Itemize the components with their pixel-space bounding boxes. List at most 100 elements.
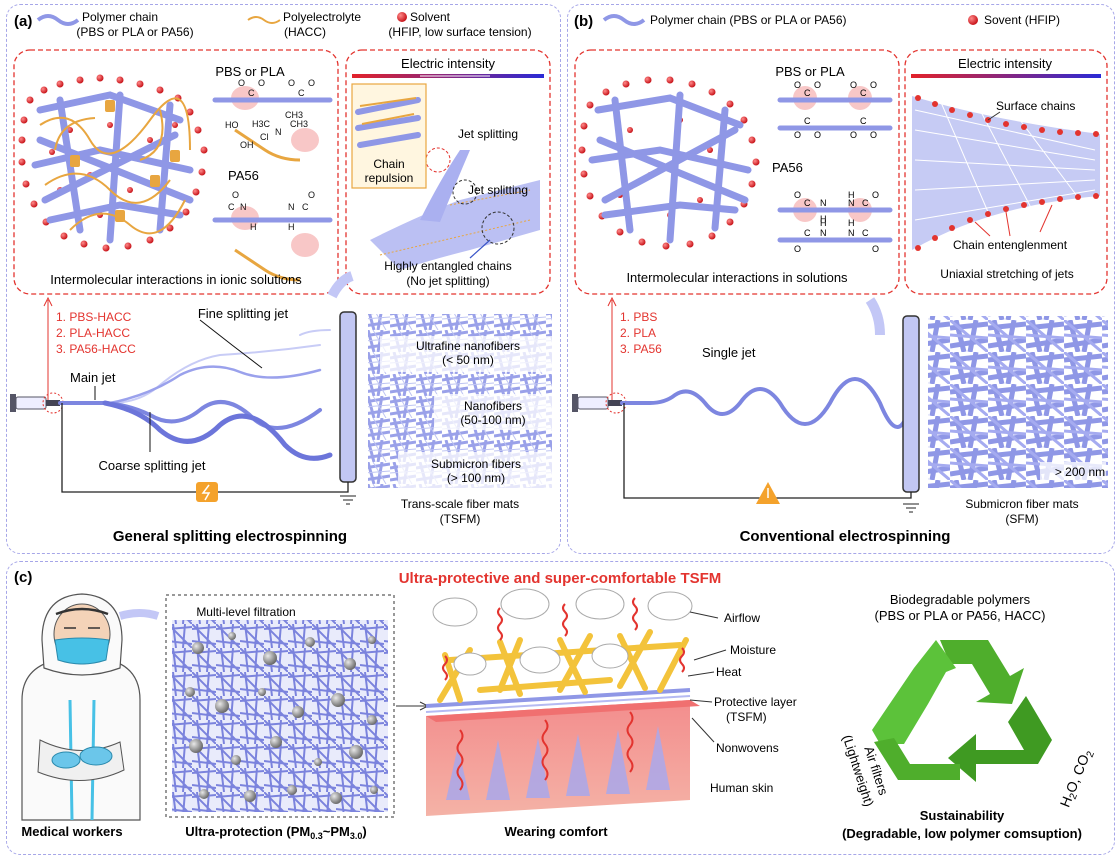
surface-chains-label: Surface chains: [996, 99, 1075, 113]
high-voltage-icon: [196, 482, 218, 502]
single-jet-label: Single jet: [702, 345, 756, 360]
electric-box-b: [904, 49, 1108, 295]
panel-c-tag: (c): [14, 569, 32, 586]
chem-label: O: [794, 130, 801, 140]
entangled-chains-line2: (No jet splitting): [406, 274, 489, 288]
panel-b-frame: [567, 4, 1115, 554]
chem-label: N: [820, 228, 827, 238]
chem-label: Cl: [260, 132, 269, 142]
moisture-label: Moisture: [730, 643, 776, 657]
list-a-item-2: 2. PLA-HACC: [56, 326, 130, 340]
panel-a-title: General splitting electrospinning: [113, 528, 347, 545]
jet-splitting-label-2: Jet splitting: [468, 183, 528, 197]
recycling-icon: [872, 640, 1052, 782]
chain-repulsion-line2: repulsion: [365, 171, 414, 185]
solution-box-title: PBS or PLA: [775, 64, 845, 79]
ground-icon-b: [903, 503, 919, 513]
nanofibers-label-2: (50-100 nm): [460, 413, 525, 427]
chem-label: C: [804, 116, 811, 126]
main-jet-label: Main jet: [70, 370, 116, 385]
chem-label: O: [870, 130, 877, 140]
chem-label: H: [820, 218, 827, 228]
polymer-chain-legend-icon: [36, 14, 80, 26]
chem-label: O: [872, 244, 879, 254]
panel-b-title: Conventional electrospinning: [740, 528, 951, 545]
collector-plate-a: [339, 311, 357, 483]
wearing-comfort-illustration: [425, 588, 700, 816]
solution-box-pa56: PA56: [772, 160, 803, 175]
polyelectrolyte-legend-icon: [247, 16, 281, 24]
submicron-label-1: Submicron fibers: [431, 457, 521, 471]
zoom-arrow-c: [118, 609, 160, 620]
fine-splitting-jet-label: Fine splitting jet: [198, 306, 289, 321]
fine-jet-pointer: [199, 319, 263, 369]
submicron-fiber-mat: [928, 316, 1108, 488]
inset-polyelectrolyte: [359, 97, 417, 125]
ultrafine-label-1: Ultrafine nanofibers: [416, 339, 520, 353]
legend-b-solvent: Sovent (HFIP): [984, 13, 1060, 27]
collector-plate-b: [902, 315, 920, 493]
filtration-mesh: [172, 620, 388, 812]
submicron-label-2: (> 100 nm): [447, 471, 505, 485]
uniaxial-jet: [912, 95, 1100, 251]
chem-label: O: [794, 190, 801, 200]
biodegradable-line1: Biodegradable polymers: [890, 592, 1031, 607]
panel-a-tag: (a): [14, 13, 32, 30]
chem-label: N: [288, 202, 295, 212]
solution-interaction-box: [574, 49, 900, 295]
chem-label: C: [298, 88, 305, 98]
chem-label: CH3: [290, 119, 308, 129]
size-label-200nm: > 200 nm: [1055, 465, 1105, 479]
protective-layer-line2: (TSFM): [726, 710, 767, 724]
legend-solvent-line2: (HFIP, low surface tension): [388, 25, 531, 39]
polymer-chain-legend-icon-b: [602, 14, 646, 26]
sfm-mat-line1: Submicron fiber mats: [965, 497, 1078, 511]
tsfm-mat-line2: (TSFM): [440, 512, 481, 526]
chem-label: C: [862, 228, 869, 238]
zoom-arrow-a: [327, 271, 354, 299]
chem-label: H: [288, 222, 295, 232]
nanofibers-label-1: Nanofibers: [464, 399, 522, 413]
chem-label: C: [804, 88, 811, 98]
chain-entanglement-label: Chain entenglenment: [953, 238, 1068, 252]
chem-label: C: [860, 88, 867, 98]
legend-polyelectrolyte-line2: (HACC): [284, 25, 326, 39]
legend-solvent-line1: Solvent: [410, 10, 451, 24]
list-a-item-1: 1. PBS-HACC: [56, 310, 132, 324]
chem-label: H3C: [252, 119, 271, 129]
protective-layer-line1: Protective layer: [714, 695, 797, 709]
chem-label: C: [228, 202, 235, 212]
multi-level-filtration-label: Multi-level filtration: [196, 605, 295, 619]
circuit-wire-a: [61, 403, 349, 493]
solution-network: [578, 76, 760, 250]
chem-label: O: [308, 190, 315, 200]
list-a-item-3: 3. PA56-HACC: [56, 342, 136, 356]
medical-worker-figure: [21, 593, 141, 821]
zoom-arrow-b: [865, 297, 885, 336]
list-b-item-1: 1. PBS: [620, 310, 657, 324]
chem-label: O: [814, 130, 821, 140]
list-b-item-3: 3. PA56: [620, 342, 662, 356]
chem-label: HO: [225, 120, 239, 130]
chem-label: OH: [240, 140, 254, 150]
panel-a-frame: [6, 4, 561, 554]
solution-molecule-structures: O C O O C O O C O O C O O C N H H N C O …: [777, 80, 893, 254]
solvent-legend-icon-b: [968, 15, 978, 25]
tsfm-mat-line1: Trans-scale fiber mats: [401, 497, 519, 511]
chem-label: N: [240, 202, 247, 212]
chem-label: O: [870, 80, 877, 90]
legend-polymer-line2: (PBS or PLA or PA56): [76, 25, 193, 39]
jet-splitting-label-1: Jet splitting: [458, 127, 518, 141]
chem-label: CH3: [285, 110, 303, 120]
electric-intensity-bar-b: [911, 74, 1101, 78]
ionic-solution-network: [18, 74, 208, 252]
chem-label: O: [850, 130, 857, 140]
medical-workers-label: Medical workers: [21, 824, 122, 839]
trapped-particles: [185, 632, 378, 804]
comfort-pointers: [687, 611, 727, 743]
ionic-molecule-structures: O C O O C O HO OH N H3C CH3 CH3 Cl N H C…: [212, 78, 333, 282]
filtration-frame: [165, 594, 395, 818]
solvent-legend-icon: [397, 12, 407, 22]
panel-c-frame: [6, 561, 1115, 855]
chem-label: O: [872, 190, 879, 200]
